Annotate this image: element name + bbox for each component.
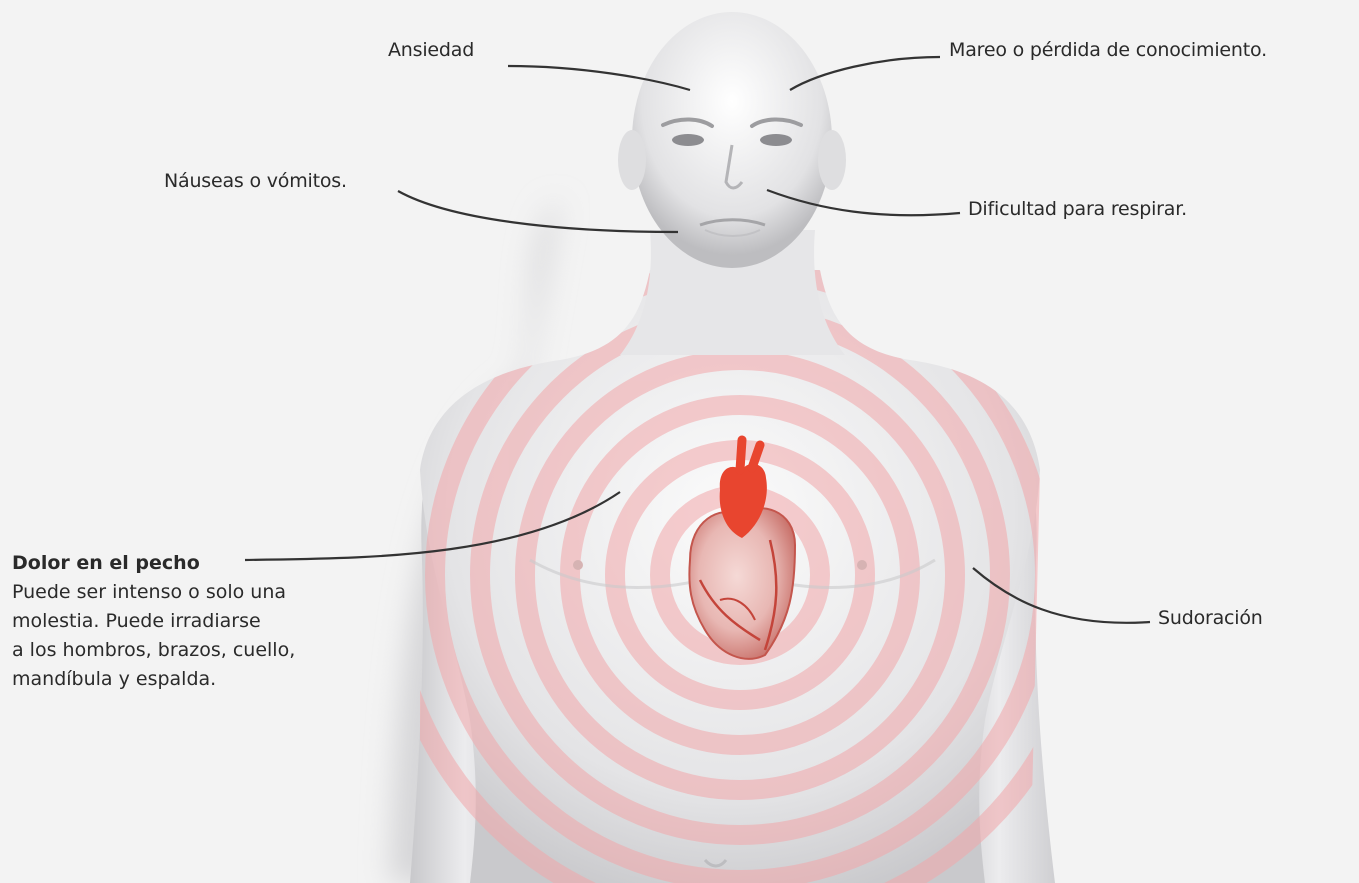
chest-pain-line-1: Puede ser intenso o solo una: [12, 578, 295, 607]
chest-pain-title: Dolor en el pecho: [12, 549, 295, 578]
label-sweating: Sudoración: [1158, 607, 1263, 629]
label-nausea: Náuseas o vómitos.: [164, 170, 347, 192]
label-breathing: Dificultad para respirar.: [968, 198, 1187, 220]
head: [632, 12, 832, 268]
leader-nausea: [398, 191, 678, 232]
chest-pain-line-3: a los hombros, brazos, cuello,: [12, 636, 295, 665]
chest-pain-line-4: mandíbula y espalda.: [12, 665, 295, 694]
chest-pain-line-2: molestia. Puede irradiarse: [12, 607, 295, 636]
chest-pain-callout: Dolor en el pecho Puede ser intenso o so…: [12, 549, 295, 694]
label-dizziness: Mareo o pérdida de conocimiento.: [949, 39, 1267, 61]
label-anxiety: Ansiedad: [388, 39, 474, 61]
